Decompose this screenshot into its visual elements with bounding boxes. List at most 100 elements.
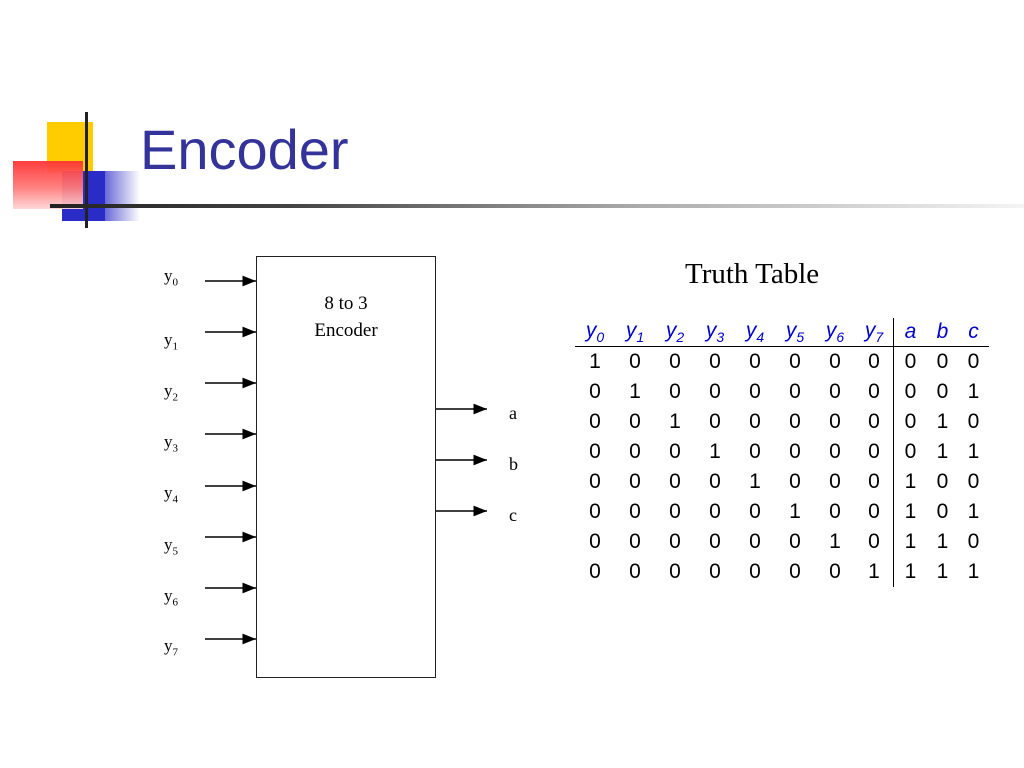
truth-table-header-row: y0 y1 y2 y3 y4 y5 y6 y7 a b c [575,318,989,347]
table-cell: 1 [967,380,980,403]
table-cell: 1 [749,470,761,493]
output-label-a: a [509,403,517,423]
table-cell: 0 [749,500,761,523]
table-cell: 0 [589,500,601,523]
table-cell: 1 [936,440,949,463]
table-cell: 0 [589,440,601,463]
table-cell: 0 [709,350,721,373]
table-cell: 0 [709,530,721,553]
table-cell: 0 [709,380,721,403]
table-cell: 0 [893,407,927,437]
table-cell: 0 [629,500,641,523]
title-underline [50,204,1024,208]
header-y1: y1 [615,318,655,347]
table-cell: 0 [709,470,721,493]
table-cell: 0 [789,410,801,433]
table-cell: 1 [589,350,601,373]
table-cell: 1 [936,560,949,583]
table-cell: 0 [749,380,761,403]
table-cell: 0 [829,350,841,373]
table-cell: 1 [967,560,980,583]
table-cell: 0 [749,440,761,463]
table-cell: 1 [967,500,980,523]
input-label-y4: y4 [164,483,178,506]
table-cell: 1 [893,557,927,587]
table-cell: 0 [829,380,841,403]
table-cell: 0 [669,470,681,493]
table-cell: 0 [629,560,641,583]
table-cell: 0 [589,410,601,433]
encoder-block-label: 8 to 3 Encoder [256,290,436,344]
table-cell: 0 [789,470,801,493]
encoder-block [256,256,436,678]
logo-red-square [13,161,83,209]
table-cell: 0 [868,380,880,403]
table-cell: 0 [936,500,949,523]
table-cell: 0 [589,470,601,493]
input-label-y7: y7 [164,636,178,659]
table-cell: 0 [789,560,801,583]
header-y5: y5 [775,318,815,347]
input-label-y0: y0 [164,266,178,289]
slide-title: Encoder [140,118,349,181]
table-cell: 0 [868,500,880,523]
table-cell: 1 [893,467,927,497]
header-c: c [958,318,989,347]
table-cell: 1 [936,410,949,433]
header-y6: y6 [815,318,855,347]
encoder-label-line-2: Encoder [314,320,378,341]
table-cell: 0 [967,410,980,433]
table-cell: 0 [749,350,761,373]
table-cell: 0 [749,530,761,553]
table-cell: 0 [893,377,927,407]
table-cell: 0 [829,560,841,583]
table-cell: 1 [789,500,801,523]
table-cell: 0 [829,410,841,433]
table-cell: 0 [709,560,721,583]
table-cell: 0 [829,470,841,493]
header-y7: y7 [855,318,894,347]
table-cell: 1 [629,380,641,403]
table-cell: 0 [868,350,880,373]
table-cell: 1 [669,410,681,433]
table-cell: 0 [629,410,641,433]
table-cell: 0 [629,350,641,373]
logo-blue-fade [105,171,140,221]
table-cell: 0 [629,440,641,463]
input-label-y5: y5 [164,535,178,558]
input-label-y6: y6 [164,586,178,609]
table-cell: 0 [669,530,681,553]
table-cell: 1 [936,530,949,553]
logo-vertical-line [85,112,88,228]
header-b: b [927,318,958,347]
header-y0: y0 [575,318,615,347]
table-cell: 0 [868,410,880,433]
table-cell: 0 [709,410,721,433]
table-cell: 0 [669,560,681,583]
table-cell: 0 [789,440,801,463]
table-cell: 0 [789,350,801,373]
input-label-y1: y1 [164,330,178,353]
table-cell: 0 [893,437,927,467]
table-cell: 1 [893,527,927,557]
table-cell: 0 [669,350,681,373]
table-cell: 0 [936,350,949,373]
table-cell: 1 [709,440,721,463]
table-cell: 0 [789,530,801,553]
input-label-y2: y2 [164,381,178,404]
input-label-y3: y3 [164,432,178,455]
table-cell: 0 [829,440,841,463]
table-cell: 0 [868,530,880,553]
table-cell: 0 [967,350,980,373]
table-cell: 0 [967,530,980,553]
